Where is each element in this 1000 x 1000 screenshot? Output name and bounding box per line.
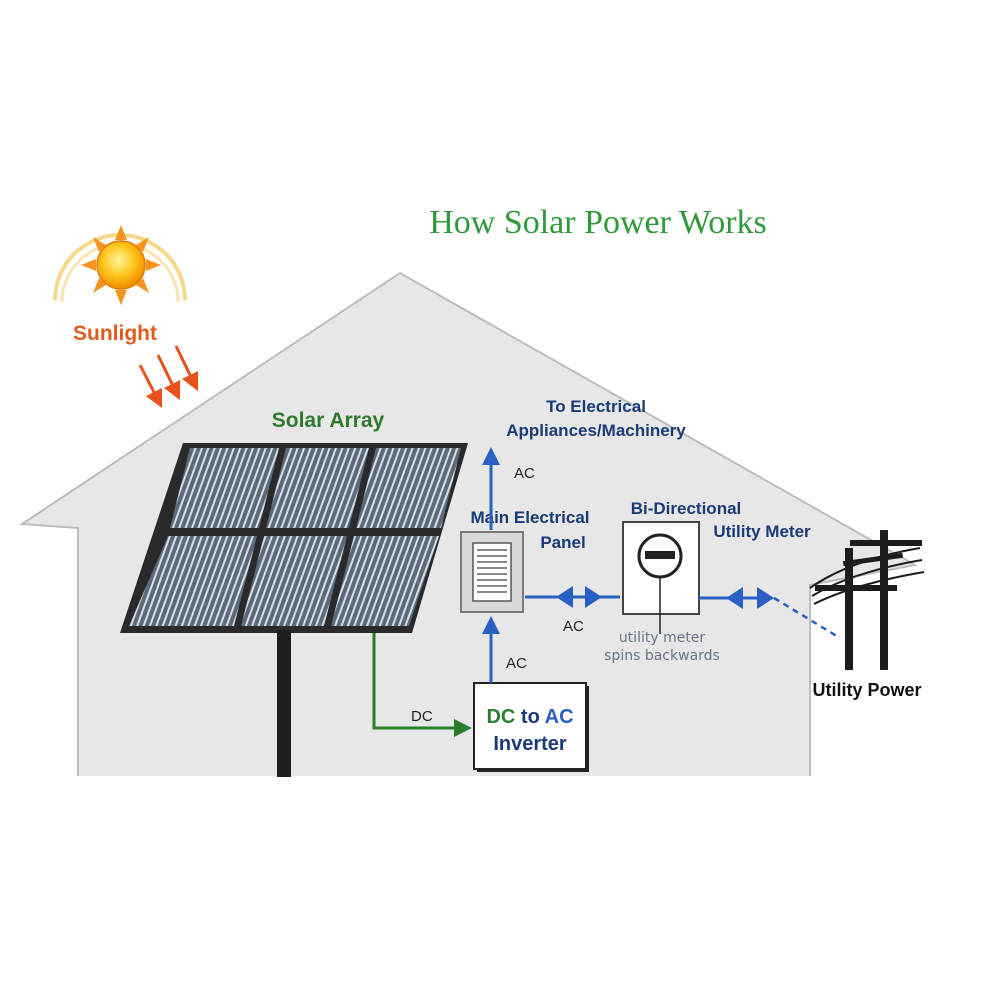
- sunlight-label: Sunlight: [73, 322, 157, 345]
- solar-panel-icon: [120, 443, 468, 633]
- meter-label-line2: Utility Meter: [713, 522, 811, 541]
- inverter-to-text: to: [515, 706, 544, 728]
- sun-icon: [53, 225, 187, 305]
- inverter-label-line1: DC to AC: [486, 706, 573, 728]
- ground-cover: [60, 776, 840, 816]
- house-outline: [19, 271, 918, 781]
- meter-label-line1: Bi-Directional: [631, 499, 742, 518]
- main-panel-label-line2: Panel: [540, 533, 585, 552]
- appliances-label-line1: To Electrical: [546, 397, 646, 416]
- meter-utility-bidirectional-arrow: [699, 587, 841, 640]
- inverter-dc-text: DC: [486, 706, 515, 728]
- dc-flow-line: [372, 633, 472, 737]
- electrical-panel-icon: [460, 531, 524, 613]
- meter-icon: [622, 521, 700, 634]
- utility-power-label: Utility Power: [812, 680, 921, 700]
- power-pole-icon: [809, 530, 925, 670]
- solar-array-label: Solar Array: [272, 409, 385, 432]
- appliances-label-line2: Appliances/Machinery: [506, 421, 686, 440]
- ac-up-label: AC: [514, 465, 535, 482]
- ac-panel-meter-label: AC: [563, 618, 584, 635]
- page-title: How Solar Power Works: [429, 204, 767, 241]
- dc-flow-label: DC: [411, 708, 433, 725]
- inverter-ac-text: AC: [545, 706, 574, 728]
- ac-inverter-label: AC: [506, 655, 527, 672]
- panel-meter-bidirectional-arrow: [525, 586, 620, 608]
- meter-note-line1: utility meter: [619, 630, 706, 646]
- panel-pole: [277, 630, 291, 777]
- meter-note-line2: spins backwards: [604, 648, 720, 664]
- main-panel-label-line1: Main Electrical: [470, 508, 589, 527]
- inverter-box: [473, 682, 589, 772]
- inverter-label-line2: Inverter: [493, 733, 567, 755]
- sunlight-arrows-icon: [138, 345, 199, 409]
